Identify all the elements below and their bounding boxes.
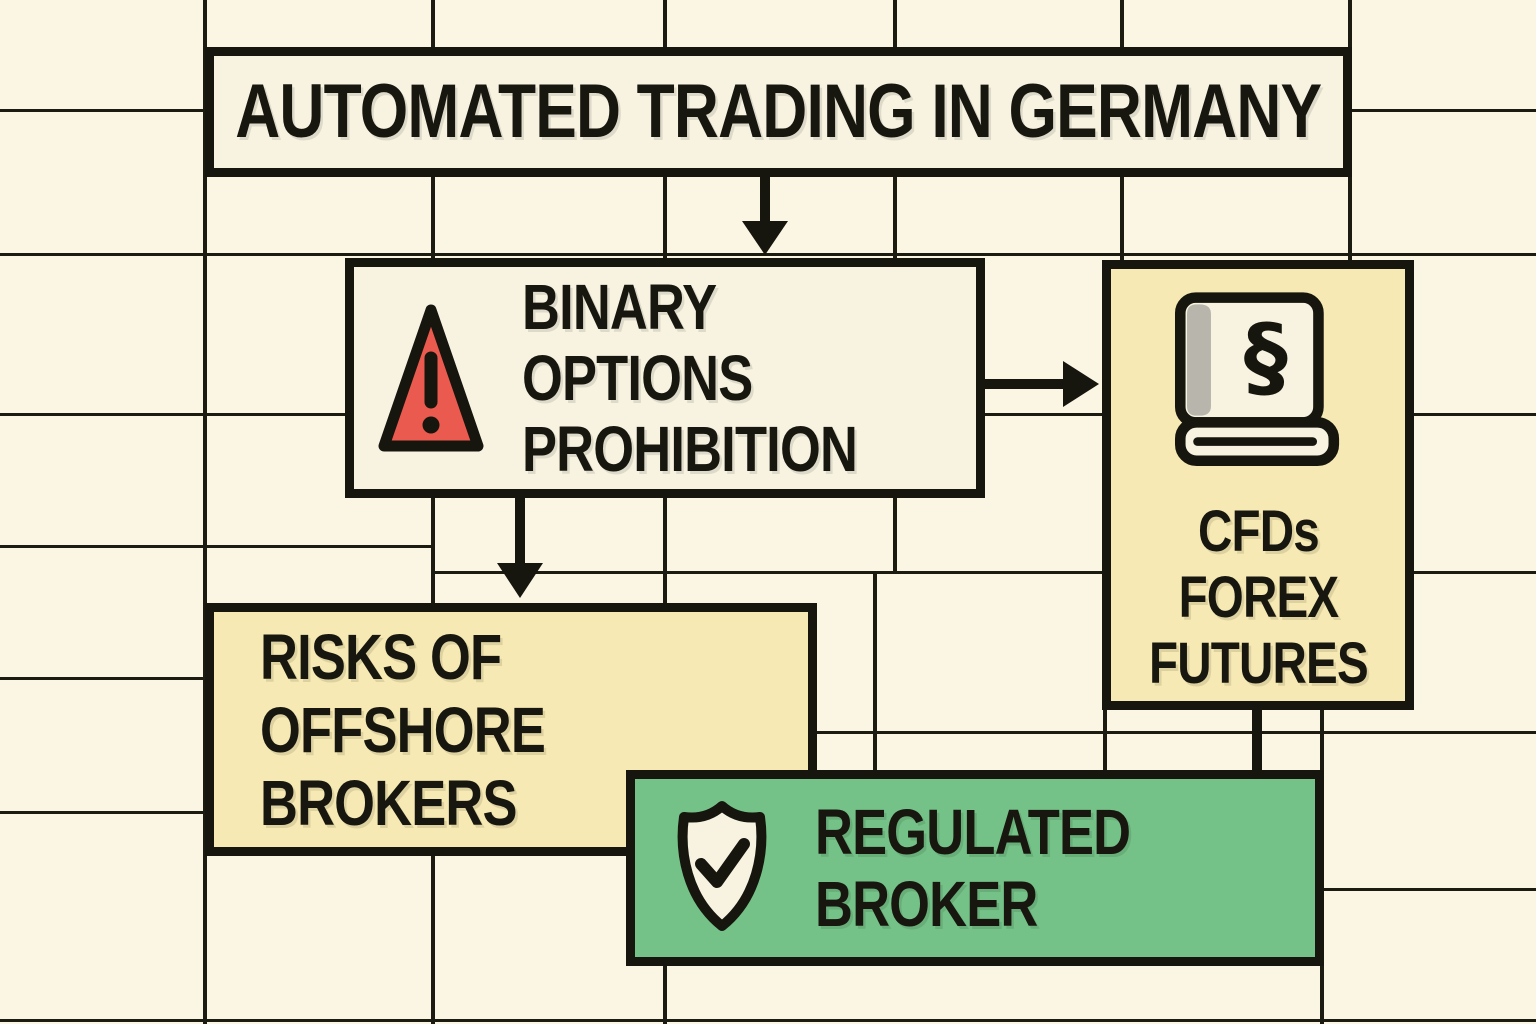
- node-regulated-broker: REGULATED BROKER: [626, 770, 1324, 966]
- risks-label-line: OFFSHORE: [260, 693, 546, 766]
- grid-line: [0, 545, 435, 548]
- node-binary-options-prohibition: BINARY OPTIONS PROHIBITION: [345, 258, 985, 498]
- grid-line: [0, 1019, 1536, 1022]
- binary-label-line: PROHIBITION: [522, 413, 858, 485]
- grid-line: [431, 0, 435, 1024]
- grid-line: [0, 677, 345, 680]
- connector-cfds-to-regulated: [1252, 700, 1262, 778]
- cfds-label-line: FUTURES: [1148, 631, 1369, 696]
- binary-label-line: OPTIONS: [522, 342, 753, 414]
- arrow-down-binary-to-risks: [497, 495, 543, 598]
- grid-line: [873, 572, 877, 773]
- regulated-label-line: REGULATED: [815, 796, 1131, 868]
- grid-line: [435, 571, 1536, 574]
- shield-check-icon: [677, 801, 767, 931]
- grid-line: [815, 731, 1536, 734]
- warning-triangle-icon: [378, 304, 484, 452]
- node-title: AUTOMATED TRADING IN GERMANY: [205, 47, 1352, 177]
- grid-line: [0, 253, 1536, 256]
- risks-label-line: RISKS OF: [260, 620, 502, 693]
- regulated-label-line: BROKER: [815, 868, 1038, 940]
- cfds-label-line: FOREX: [1178, 565, 1339, 630]
- binary-label-line: BINARY: [522, 271, 717, 343]
- grid-line: [1103, 706, 1107, 774]
- node-cfds-forex-futures: § CFDs FOREX FUTURES: [1102, 260, 1414, 710]
- arrow-right-binary-to-cfds: [983, 361, 1099, 407]
- arrow-down-title-to-binary: [742, 176, 788, 255]
- grid-line: [1318, 888, 1536, 891]
- grid-line: [203, 0, 207, 1024]
- grid-line: [663, 0, 667, 1024]
- risks-label-line: BROKERS: [260, 766, 518, 839]
- law-book-icon: §: [1174, 292, 1340, 467]
- cfds-label-line: CFDs: [1197, 499, 1320, 564]
- section-sign-glyph: §: [1244, 305, 1288, 408]
- title-label: AUTOMATED TRADING IN GERMANY: [235, 69, 1322, 154]
